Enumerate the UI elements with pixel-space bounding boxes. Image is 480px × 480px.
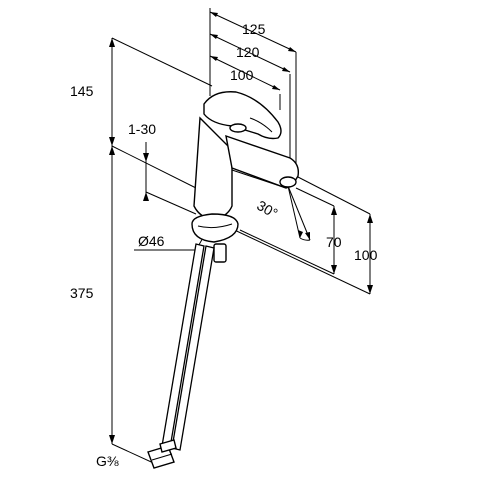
dim-120-label: 120 xyxy=(236,44,260,60)
dim-30deg-label: 30° xyxy=(254,197,280,221)
dim-46-label: Ø46 xyxy=(138,233,165,249)
dim-100-top-label: 100 xyxy=(230,67,254,83)
thread-label: G⅜ xyxy=(96,453,119,469)
top-dimension-lines xyxy=(209,8,297,168)
supply-hose xyxy=(147,243,215,469)
dim-70-label: 70 xyxy=(326,234,342,250)
faucet-body xyxy=(191,91,300,263)
right-dimension-lines xyxy=(225,175,373,295)
dim-145-label: 145 xyxy=(70,83,94,99)
dim-100-right-label: 100 xyxy=(354,247,378,263)
left-dimension-lines xyxy=(109,37,213,467)
dim-1-30-label: 1-30 xyxy=(128,121,156,137)
dim-375-label: 375 xyxy=(70,285,94,301)
dimension-labels: 125 120 100 145 1-30 30° Ø46 70 100 375 … xyxy=(70,21,378,469)
dim-125-label: 125 xyxy=(242,21,266,37)
